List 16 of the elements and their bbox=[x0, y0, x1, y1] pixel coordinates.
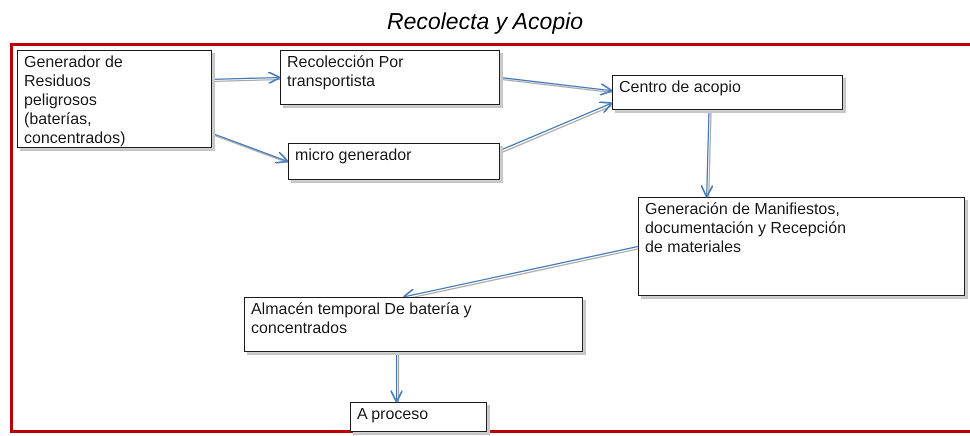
process-box bbox=[288, 143, 500, 180]
box-label: Generador de Residuos peligrosos (baterías, concentrados) bbox=[24, 53, 126, 148]
arrow bbox=[390, 352, 404, 403]
process-box bbox=[280, 50, 500, 105]
box-label: micro generador bbox=[295, 146, 412, 165]
diagram-title: Recolecta y Acopio bbox=[386, 7, 584, 36]
process-box bbox=[17, 50, 212, 148]
box-label: A proceso bbox=[357, 405, 430, 424]
box-label: Generación de Manifiestos, documentación y Recepción de materiales bbox=[645, 200, 848, 257]
process-box bbox=[612, 75, 843, 110]
box-label: Centro de acopio bbox=[619, 78, 742, 97]
process-box bbox=[638, 197, 965, 296]
process-box bbox=[350, 402, 487, 432]
process-box bbox=[244, 297, 583, 352]
box-label: Almacén temporal De batería y concentrados bbox=[251, 300, 473, 338]
box-label: Recolección Por transportista bbox=[287, 53, 404, 91]
